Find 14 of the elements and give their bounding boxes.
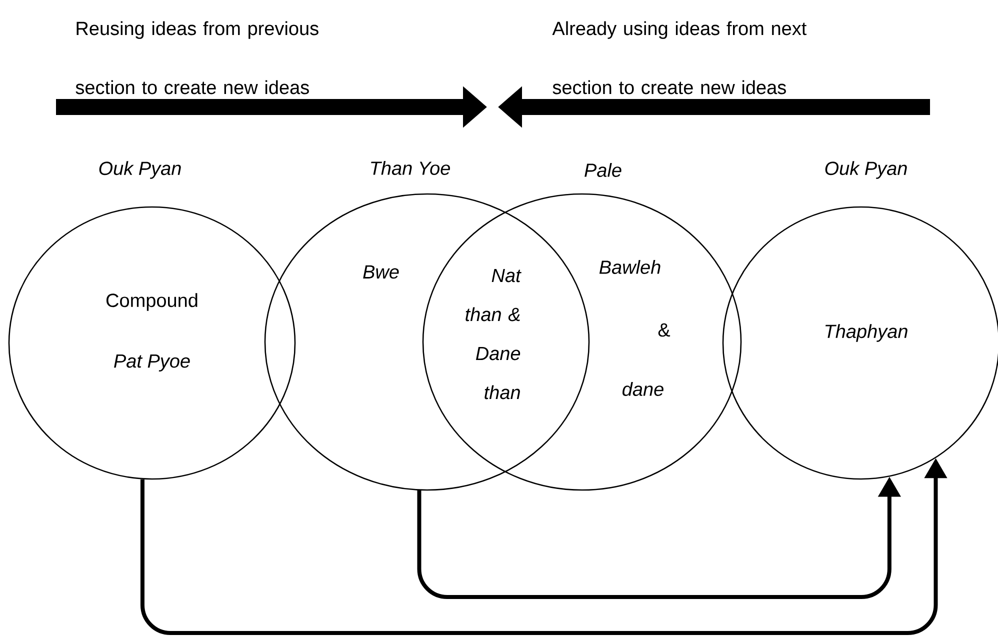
circle-label: Bawleh bbox=[599, 260, 660, 274]
circle-label: Compound bbox=[106, 293, 198, 311]
note-text: Already using ideas from next section to create new ideas bbox=[552, 21, 807, 94]
overlap-label: Nat than & Dane than bbox=[466, 268, 522, 400]
heading-label: Than Yoe bbox=[371, 161, 450, 175]
circle-label: Bwe bbox=[363, 265, 399, 279]
heading-label: Ouk Pyan bbox=[825, 161, 907, 179]
circle-label: Thaphyan bbox=[825, 324, 908, 342]
heading-label: Pale bbox=[584, 163, 622, 177]
heading-label: Ouk Pyan bbox=[99, 161, 181, 179]
circle-label: Pat Pyoe bbox=[114, 354, 190, 372]
circle-label: dane bbox=[622, 382, 664, 396]
circle-label: & bbox=[658, 323, 670, 337]
note-text: Reusing ideas from previous section to create new ideas bbox=[76, 21, 318, 94]
